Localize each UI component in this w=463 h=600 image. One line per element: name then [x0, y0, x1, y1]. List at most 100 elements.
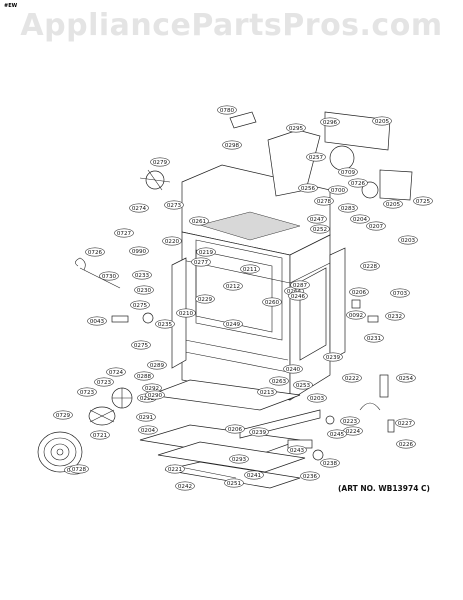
callout-label: 0247 [310, 217, 325, 223]
callout-0228: 0228 [360, 261, 380, 271]
callout-label: 0092 [349, 313, 363, 319]
callout-0279: 0279 [150, 157, 170, 167]
inner-liner [171, 247, 346, 369]
callout-label: 0703 [393, 291, 408, 297]
callout-label: 0260 [265, 300, 280, 306]
callout-label: 0709 [341, 170, 356, 176]
callout-0232: 0232 [385, 311, 405, 321]
callout-label: 0725 [416, 199, 431, 205]
callout-label: 0293 [232, 457, 247, 463]
callout-label: 0279 [153, 160, 168, 166]
callout-label: 0728 [72, 467, 87, 473]
callout-0295: 0295 [286, 123, 306, 133]
callout-label: 0243 [290, 448, 305, 454]
callout-label: 0273 [167, 203, 182, 209]
callout-0275: 0275 [131, 340, 151, 350]
callout-0241: 0241 [244, 470, 264, 480]
callout-label: 0261 [192, 219, 207, 225]
callout-0254: 0254 [396, 373, 416, 383]
callout-label: 0257 [309, 155, 324, 161]
callout-label: 0726 [88, 250, 103, 256]
callout-label: 0233 [135, 273, 150, 279]
callout-0291: 0291 [136, 412, 156, 422]
top-vent-assembly [139, 111, 413, 201]
callout-0211: 0211 [240, 264, 260, 274]
callout-label: 0296 [323, 120, 338, 126]
callout-0207: 0207 [366, 221, 386, 231]
callout-0219: 0219 [196, 247, 216, 257]
callout-0283: 0283 [338, 203, 358, 213]
callout-0221: 0221 [165, 464, 185, 474]
callout-0245: 0245 [327, 429, 347, 439]
callout-0287: 0287 [290, 280, 310, 290]
callout-0723: 0723 [77, 387, 97, 397]
callout-0212: 0212 [223, 281, 243, 291]
callout-0277: 0277 [191, 257, 211, 267]
callout-0240: 0240 [283, 364, 303, 374]
callout-0726: 0726 [348, 178, 368, 188]
callout-label: 0726 [351, 181, 366, 187]
callout-0290: 0290 [145, 390, 165, 400]
callout-0253: 0253 [293, 380, 313, 390]
callout-label: 0252 [313, 227, 327, 233]
callout-label: 0298 [225, 143, 240, 149]
callout-0730: 0730 [99, 271, 119, 281]
callout-label: 0274 [132, 206, 147, 212]
callout-label: 0241 [247, 473, 262, 479]
callout-0288: 0288 [134, 371, 154, 381]
callout-0261: 0261 [189, 216, 209, 226]
callout-0728: 0728 [69, 464, 89, 474]
convection-fan [37, 387, 133, 473]
callout-label: 0291 [139, 415, 154, 421]
callout-label: 0228 [363, 264, 378, 270]
callout-label: 0295 [289, 126, 304, 132]
callout-label: 0206 [228, 427, 243, 433]
callout-0260: 0260 [262, 297, 282, 307]
corner-tag: #EW [4, 3, 18, 9]
callout-label: 0723 [97, 380, 112, 386]
callout-0229: 0229 [195, 294, 215, 304]
callout-label: 0730 [102, 274, 117, 280]
callout-0274: 0274 [129, 203, 149, 213]
callout-0289: 0289 [147, 360, 167, 370]
callout-label: 0212 [226, 284, 240, 290]
callout-label: 0213 [260, 390, 275, 396]
callout-label: 0239 [326, 355, 341, 361]
callout-0725: 0725 [413, 196, 433, 206]
callout-0233: 0233 [132, 270, 152, 280]
callout-0257: 0257 [306, 152, 326, 162]
callout-0243: 0243 [287, 445, 307, 455]
callout-label: 0231 [367, 336, 382, 342]
watermark: AppliancePartsPros.com [20, 8, 443, 43]
callout-label: 0256 [301, 186, 316, 192]
callout-label: 0210 [179, 311, 194, 317]
callout-label: 0240 [286, 367, 301, 373]
callout-0204: 0204 [138, 425, 158, 435]
callout-0724: 0724 [106, 367, 126, 377]
callout-label: 0219 [199, 250, 214, 256]
callout-0727: 0727 [114, 228, 134, 238]
callout-0726: 0726 [85, 247, 105, 257]
callout-label: 0246 [291, 294, 306, 300]
callout-label: 0275 [133, 303, 148, 309]
callout-0206: 0206 [225, 424, 245, 434]
callout-label: 0235 [158, 322, 173, 328]
callout-label: 0727 [117, 231, 132, 237]
callout-label: 0232 [388, 314, 402, 320]
callout-label: 0224 [346, 429, 361, 435]
callout-label: 0205 [386, 202, 401, 208]
callout-0292: 0292 [142, 383, 162, 393]
callout-label: 0239 [252, 430, 267, 436]
callout-label: 0203 [401, 238, 416, 244]
callout-0043: 0043 [87, 316, 107, 326]
side-components [75, 257, 395, 461]
callout-label: 0043 [90, 319, 105, 325]
callout-label: 0236 [303, 474, 318, 480]
callout-0723: 0723 [94, 377, 114, 387]
callout-0709: 0709 [338, 167, 358, 177]
callout-label: 0204 [353, 217, 368, 223]
callout-0203: 0203 [307, 393, 327, 403]
callout-0700: 0700 [328, 185, 348, 195]
callout-label: 0292 [145, 386, 159, 392]
